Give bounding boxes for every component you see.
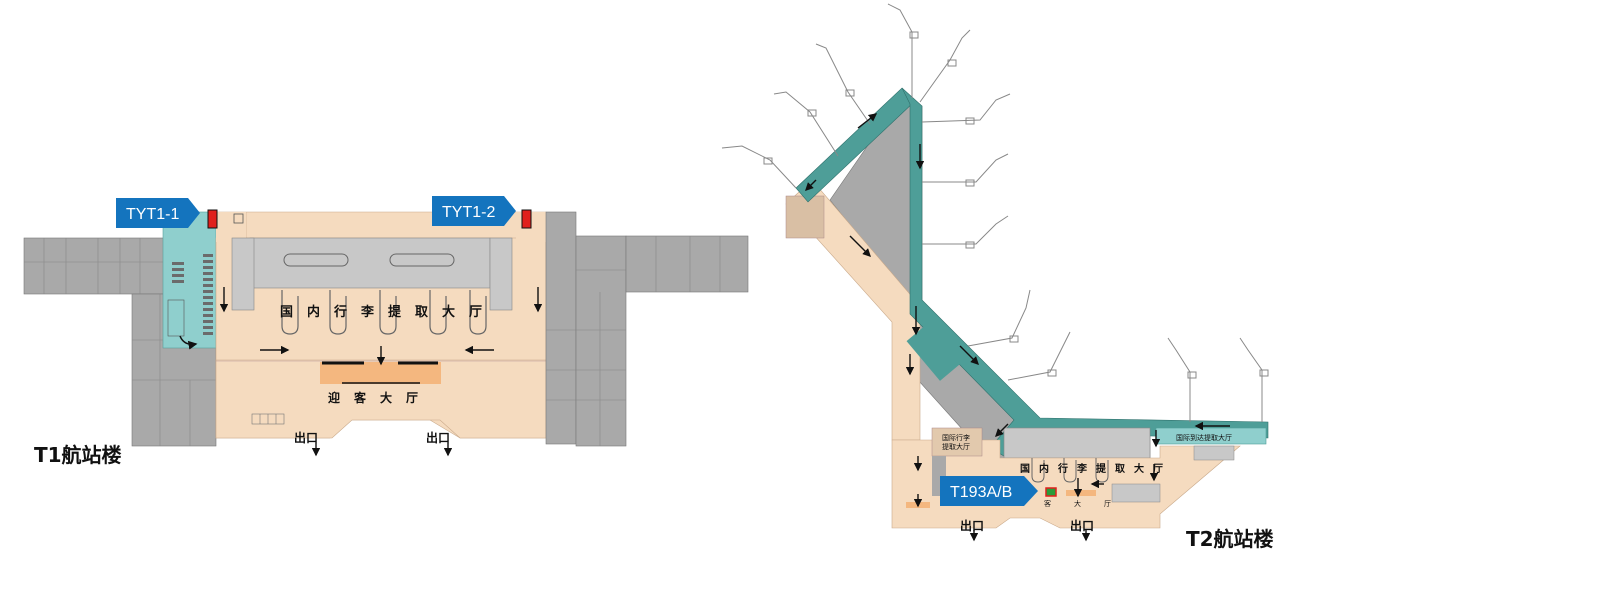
t1-marker-1 xyxy=(207,209,218,229)
t2-hall-char-2: 大 xyxy=(1074,499,1081,508)
t1-baggage-block xyxy=(249,237,491,289)
t2-right-wing-label: 国际到达提取大厅 xyxy=(1176,433,1232,442)
t2-intl-baggage-label-1: 国际行李 xyxy=(942,433,970,442)
t1-exit-2: 出口 xyxy=(426,430,450,445)
t1-terminal: 国内行李提取大厅 迎客大厅 出口 出口 T1航站楼 TYT1-1 TYT1-2 xyxy=(23,196,749,467)
t1-baggage-hall-label: 国内行李提取大厅 xyxy=(280,304,496,320)
t2-exit-1: 出口 xyxy=(960,518,984,533)
svg-text:T193A/B: T193A/B xyxy=(950,484,1012,501)
t2-jet-bridges xyxy=(721,3,1269,422)
t1-left-wing xyxy=(23,237,167,295)
t2-building-label: T2航站楼 xyxy=(1186,527,1274,551)
t2-baggage-hall-label: 国内行李提取大厅 xyxy=(1020,462,1172,475)
t2-hall-char-3: 厅 xyxy=(1104,500,1111,508)
svg-text:TYT1-2: TYT1-2 xyxy=(442,204,495,221)
tag-tyt1-1[interactable]: TYT1-1 xyxy=(116,198,200,228)
t2-hall-char-1: 客 xyxy=(1044,499,1051,508)
t1-exit-1: 出口 xyxy=(294,430,318,445)
tag-tyt1-2[interactable]: TYT1-2 xyxy=(432,196,516,226)
tag-t193ab[interactable]: T193A/B xyxy=(940,476,1038,506)
svg-text:TYT1-1: TYT1-1 xyxy=(126,206,179,223)
t1-arrival-strip xyxy=(320,362,441,384)
t2-intl-baggage-label-2: 提取大厅 xyxy=(942,442,970,451)
t2-exit-2: 出口 xyxy=(1070,518,1094,533)
t2-terminal: 国际行李 提取大厅 国际到达提取大厅 国内行李提取大厅 客 大 厅 出口 出口 … xyxy=(721,3,1274,551)
t1-right-wing xyxy=(545,211,577,445)
t1-marker-2 xyxy=(521,209,532,229)
t1-arrival-hall-label: 迎客大厅 xyxy=(328,390,432,405)
t1-building-label: T1航站楼 xyxy=(34,443,122,467)
t2-marker xyxy=(1045,487,1057,497)
